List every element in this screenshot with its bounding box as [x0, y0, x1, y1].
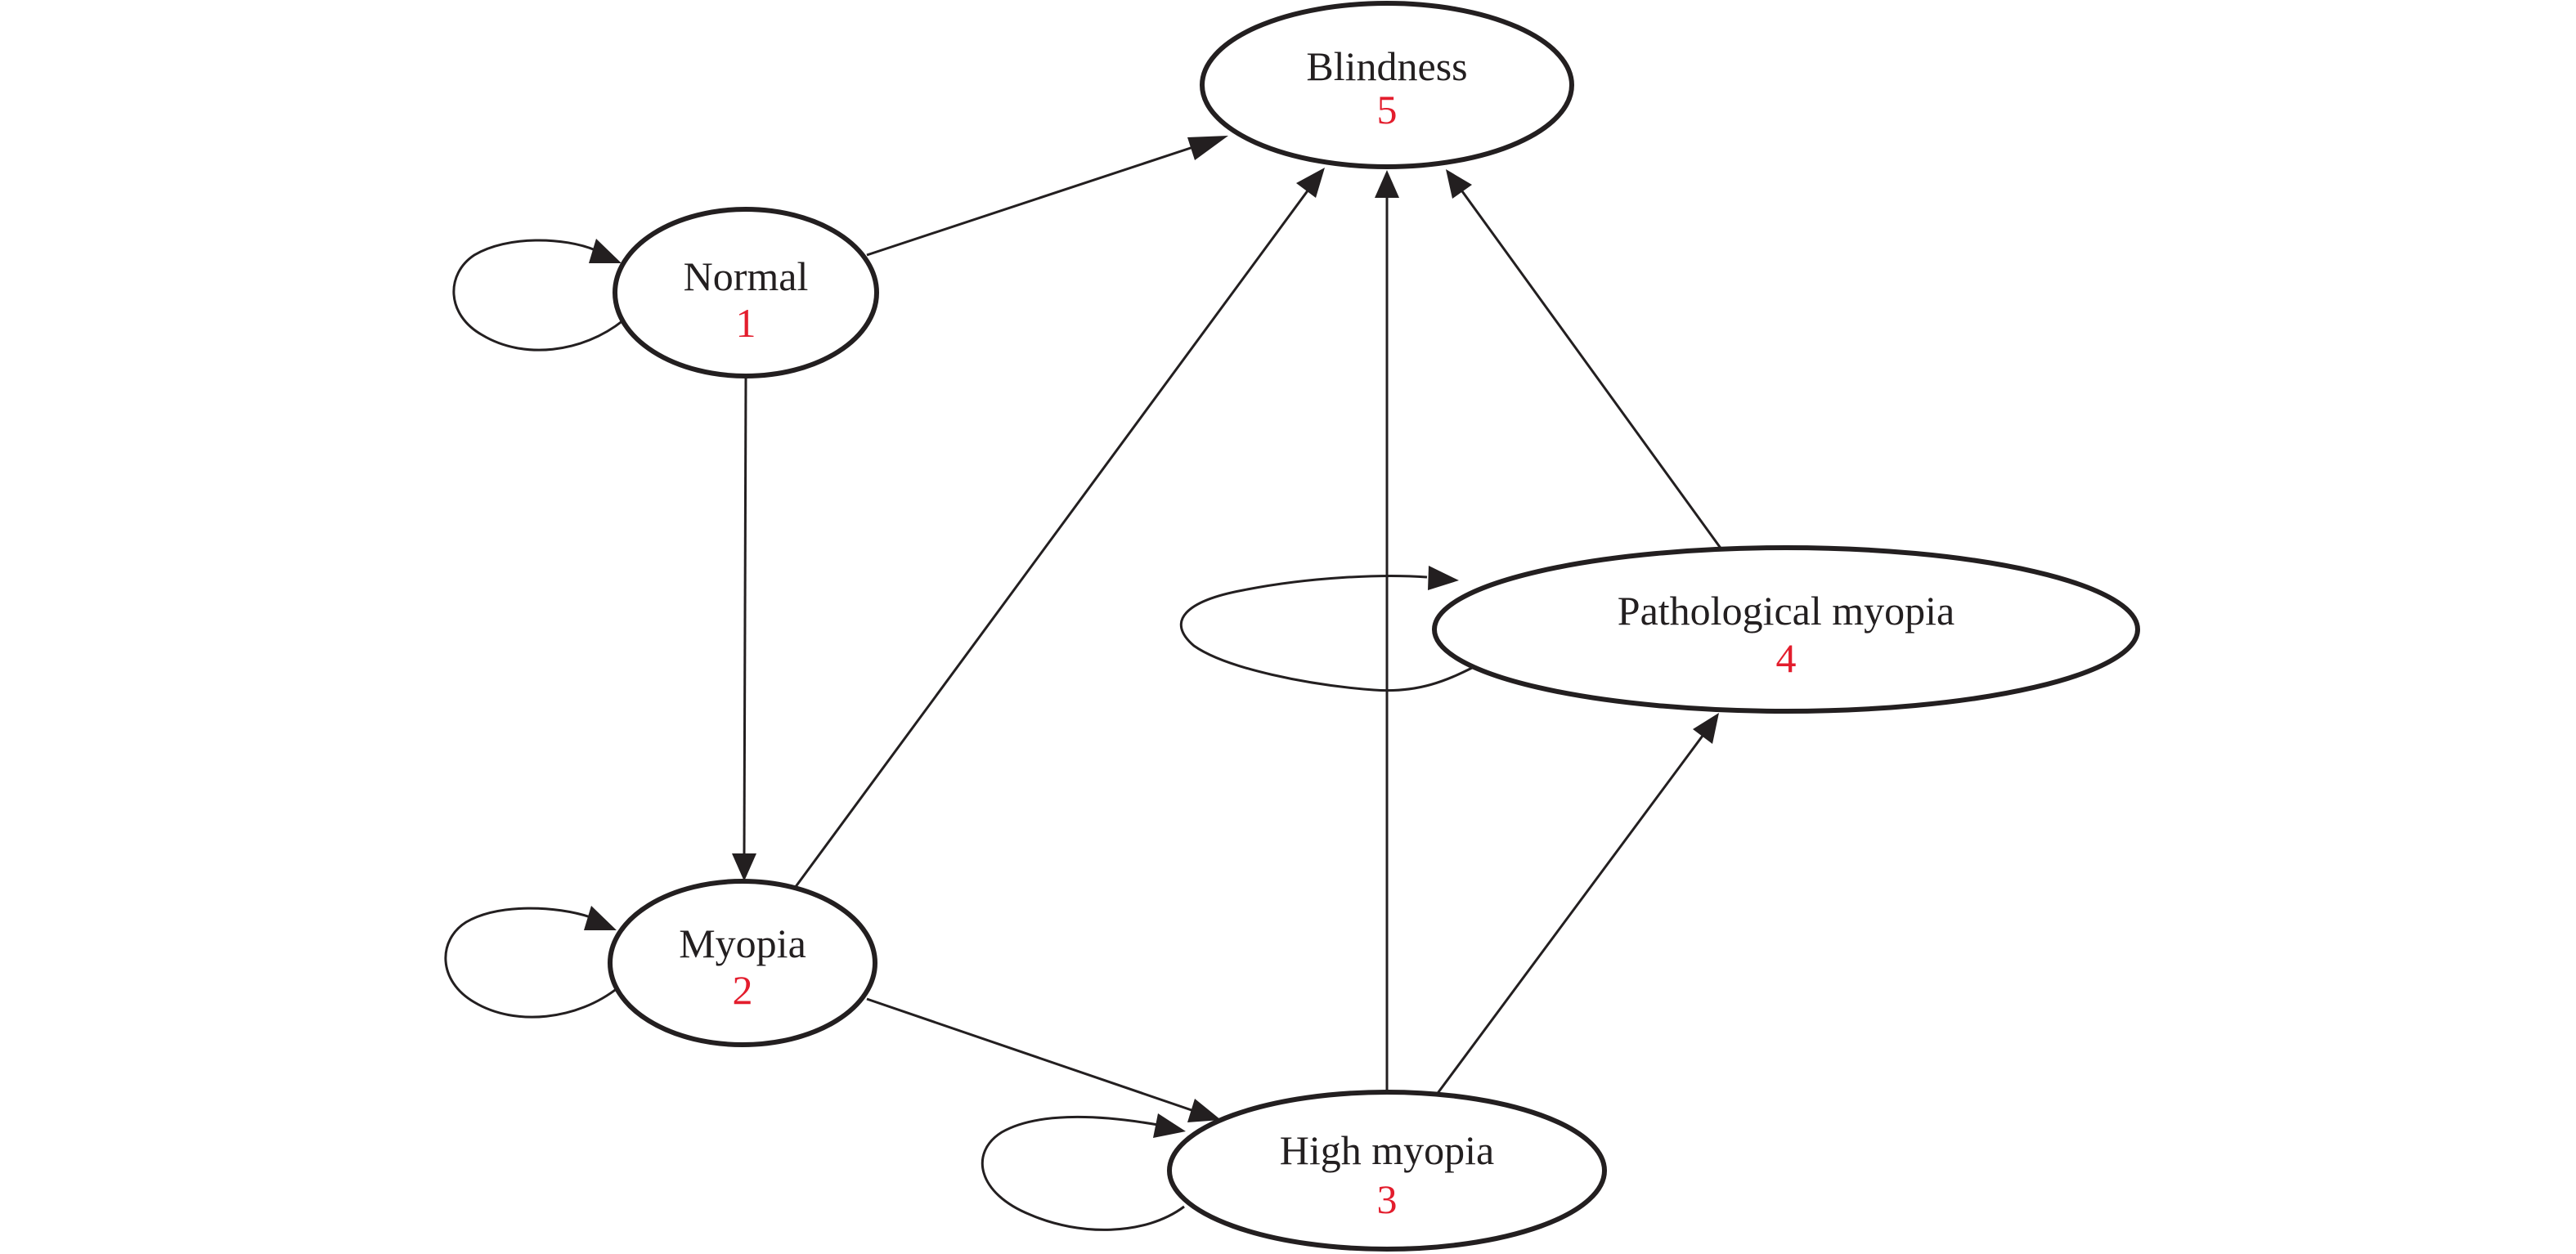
edge-pathological-to-blindness [1461, 190, 1726, 553]
loop-normal [452, 239, 624, 352]
edge-normal-to-blindness [866, 143, 1201, 257]
node-blindness: Blindness 5 [1200, 1, 1574, 169]
node-blindness-number: 5 [1377, 87, 1398, 132]
node-normal-shape [613, 207, 879, 378]
edges [444, 136, 1726, 1231]
node-normal-number: 1 [736, 300, 756, 346]
loop-high-myopia [981, 1115, 1185, 1231]
edge-high-myopia-to-pathological [1434, 735, 1704, 1096]
arrowhead-loop-pathological [1428, 566, 1459, 590]
node-high-myopia-label: High myopia [1280, 1127, 1494, 1173]
edge-normal-to-myopia [743, 377, 747, 855]
arrowhead-loop-high-myopia [1153, 1113, 1186, 1138]
edge-myopia-to-high-myopia [866, 997, 1195, 1113]
node-high-myopia-shape [1167, 1090, 1607, 1252]
node-pathological-myopia-label: Pathological myopia [1618, 588, 1954, 634]
arrowhead-myopia-to-high-myopia [1187, 1099, 1221, 1122]
arrowhead-normal-to-myopia [732, 853, 756, 881]
node-high-myopia-number: 3 [1377, 1176, 1398, 1222]
arrowhead-high-myopia-to-pathological [1693, 713, 1719, 744]
node-pathological-myopia-number: 4 [1776, 635, 1797, 681]
node-normal: Normal 1 [613, 207, 879, 378]
edge-myopia-to-blindness [793, 189, 1310, 889]
node-myopia-shape [608, 879, 877, 1047]
arrowhead-high-myopia-to-blindness [1375, 170, 1399, 198]
arrowhead-normal-to-blindness [1187, 136, 1228, 160]
node-myopia-number: 2 [733, 967, 753, 1013]
node-blindness-shape [1200, 1, 1574, 169]
arrowhead-loop-normal [589, 239, 622, 263]
node-myopia: Myopia 2 [608, 879, 877, 1047]
arrowhead-myopia-to-blindness [1296, 168, 1325, 198]
arrowhead-pathological-to-blindness [1446, 169, 1472, 199]
loop-myopia [444, 907, 619, 1019]
node-pathological-myopia-shape [1432, 545, 2140, 714]
node-myopia-label: Myopia [679, 920, 806, 966]
arrowhead-loop-myopia [584, 906, 617, 930]
node-blindness-label: Blindness [1306, 43, 1467, 89]
node-pathological-myopia: Pathological myopia 4 [1432, 545, 2140, 714]
loop-pathological [1179, 575, 1474, 692]
node-high-myopia: High myopia 3 [1167, 1090, 1607, 1252]
node-normal-label: Normal [684, 253, 809, 299]
